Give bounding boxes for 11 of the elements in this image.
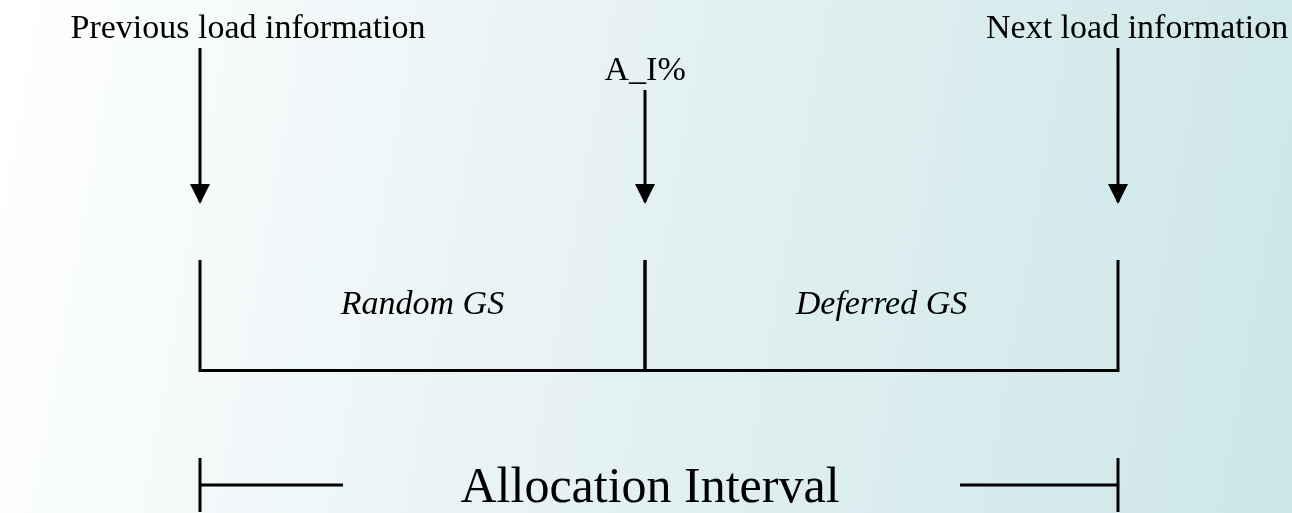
marker-label: A_I% <box>604 52 686 86</box>
segment-label: Deferred GS <box>794 286 969 320</box>
load-info-label: Previous load information <box>70 10 426 44</box>
arrow <box>635 90 655 204</box>
interval-segment <box>645 260 1118 372</box>
interval-label: Allocation Interval <box>460 460 840 510</box>
load-info-label: Next load information <box>986 10 1289 44</box>
segment-label: Random GS <box>339 286 506 320</box>
interval-segment <box>200 260 645 372</box>
arrow <box>1108 48 1128 204</box>
arrow <box>190 48 210 204</box>
